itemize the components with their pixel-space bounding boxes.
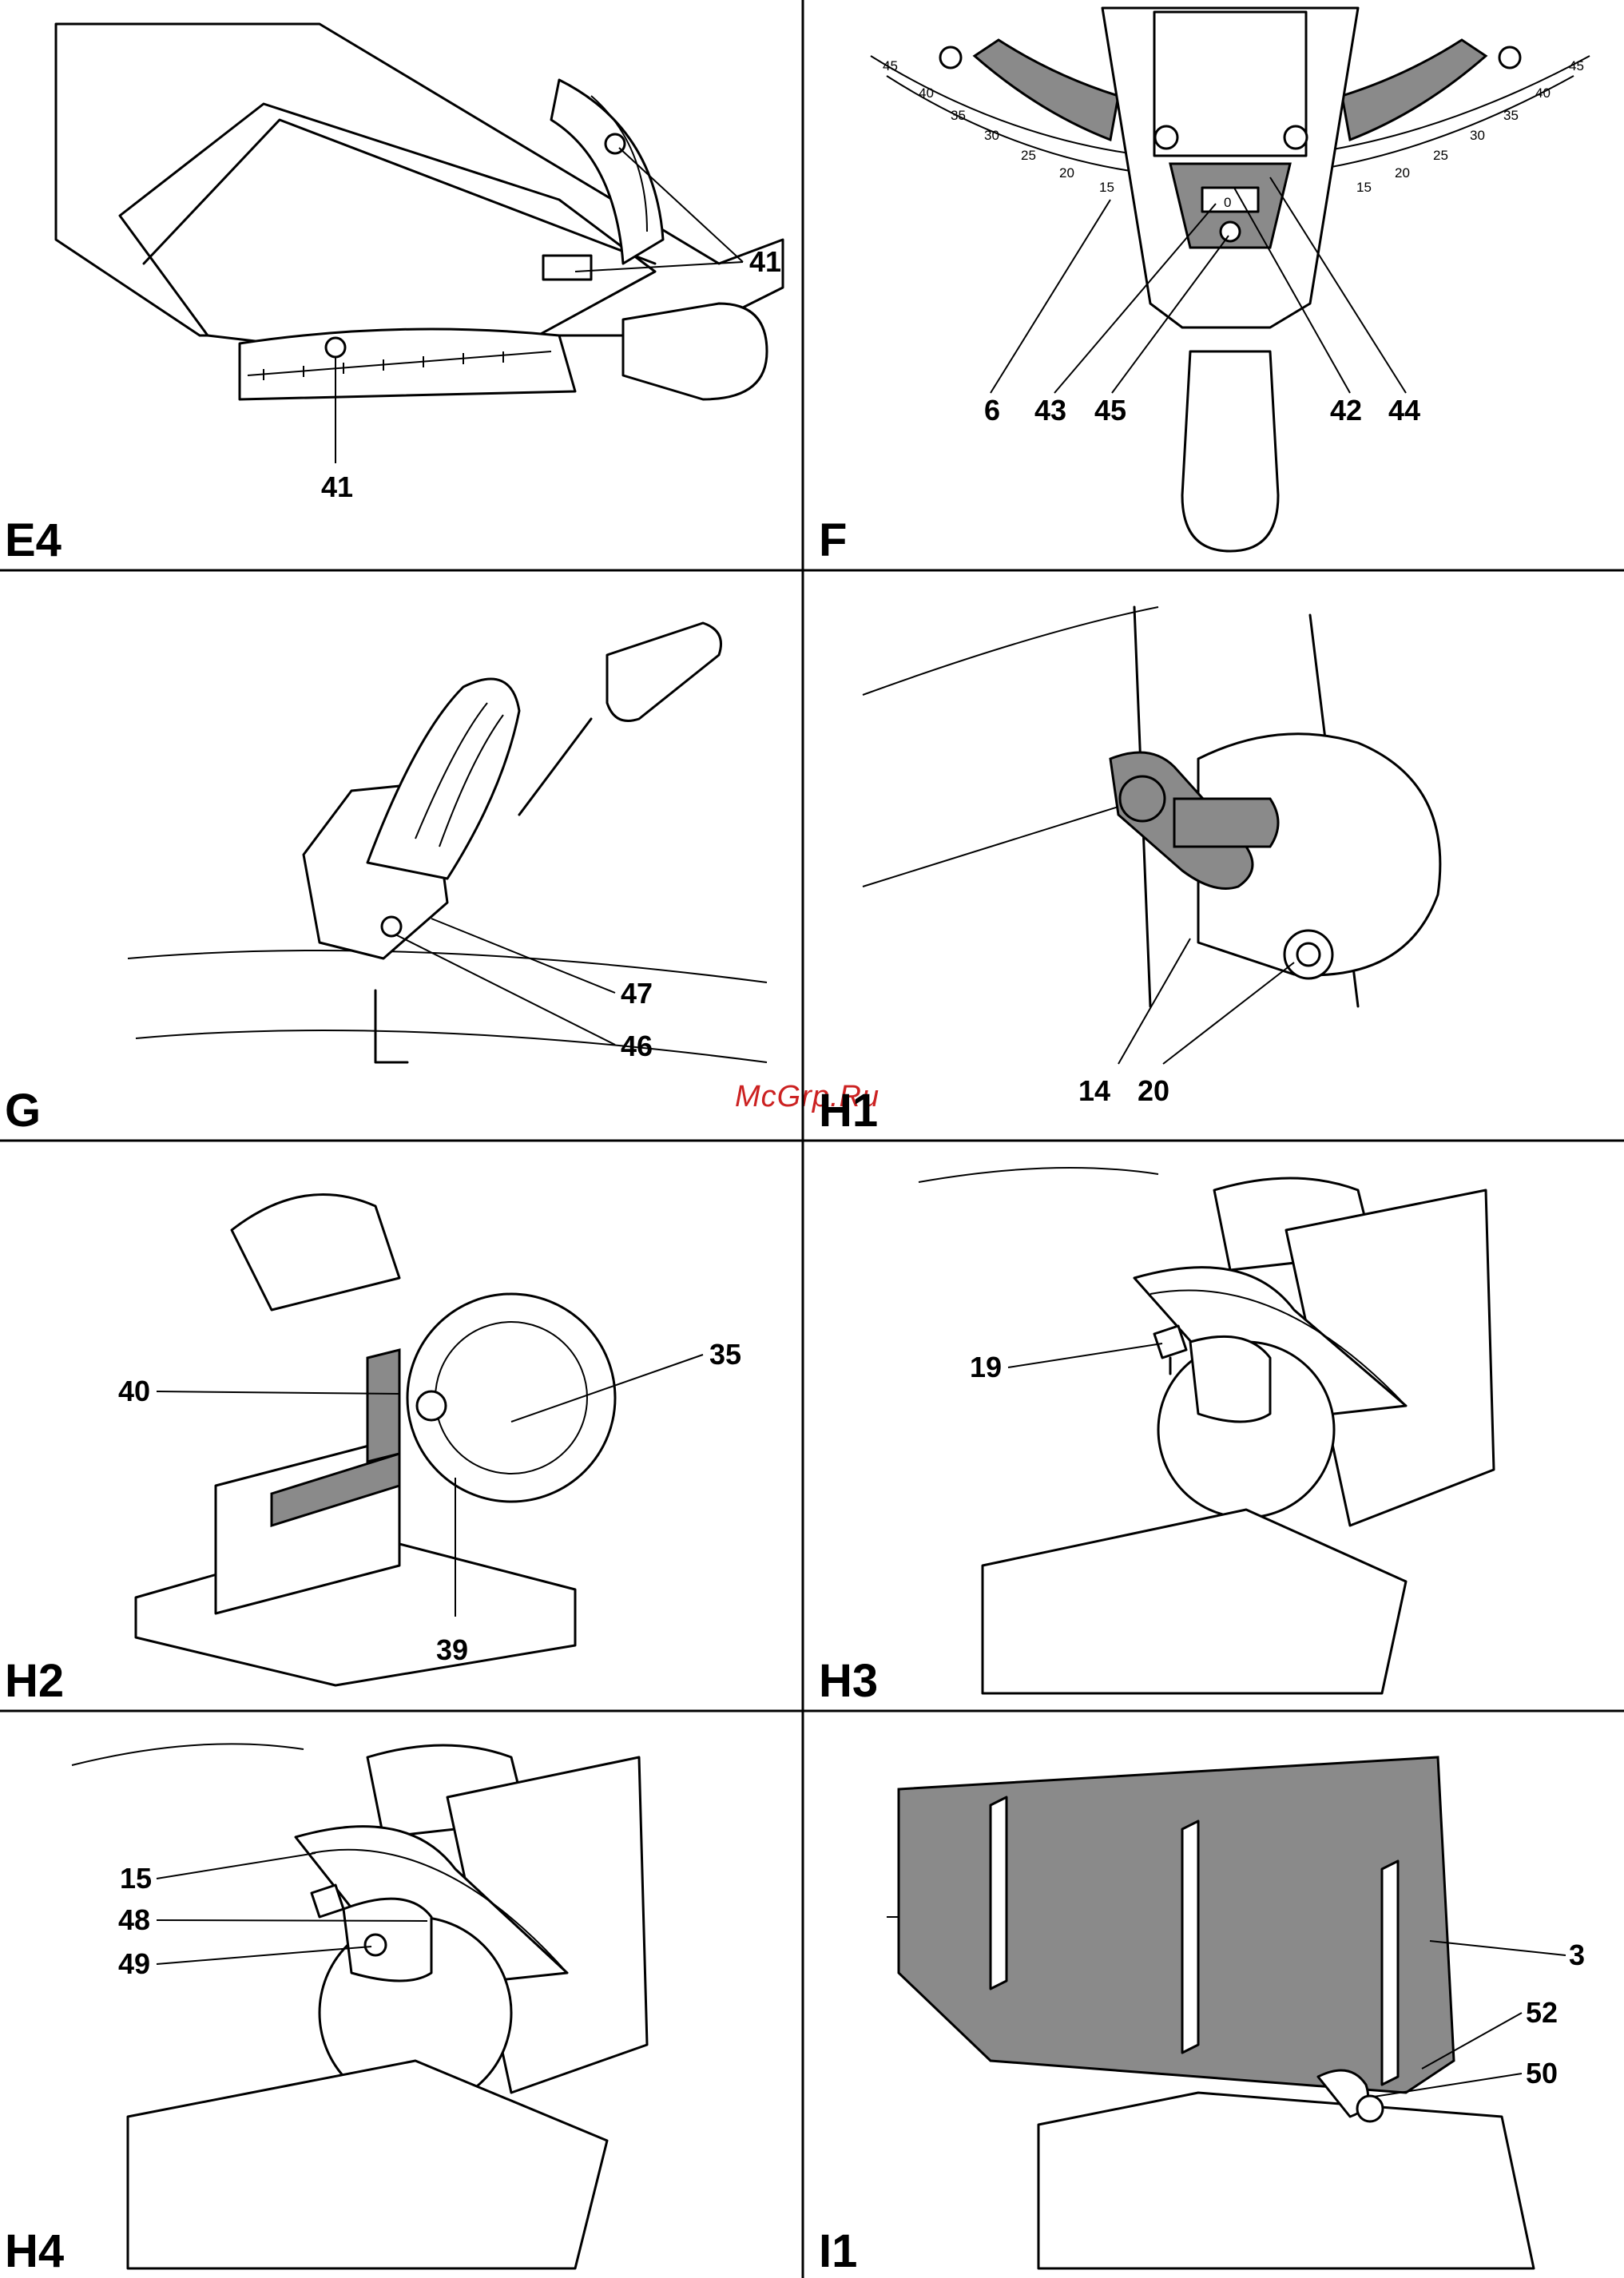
svg-text:25: 25: [1021, 148, 1036, 163]
svg-text:30: 30: [1470, 128, 1485, 143]
knob-hub: [1120, 776, 1165, 821]
callout-44: 44: [1388, 394, 1420, 427]
arbor-bolt-icon: [417, 1391, 446, 1420]
panel-e4: 41 41 E4: [5, 24, 783, 566]
screw-icon: [1155, 126, 1177, 149]
svg-text:15: 15: [1356, 180, 1372, 195]
callout-42: 42: [1330, 394, 1362, 427]
screw-icon: [1285, 126, 1307, 149]
svg-text:40: 40: [919, 85, 934, 101]
callout-3: 3: [1569, 1939, 1585, 1971]
callout-39: 39: [436, 1633, 468, 1666]
saw-base: [1038, 2093, 1534, 2268]
callout-52: 52: [1526, 1996, 1558, 2029]
callout-20: 20: [1138, 1074, 1169, 1107]
miter-handle: [1182, 351, 1278, 551]
pointer-plate: [543, 256, 591, 280]
callout-6: 6: [984, 394, 1000, 427]
callout-41-e4-bottom: 41: [321, 470, 353, 503]
saw-table: [128, 2061, 607, 2268]
callout-35: 35: [709, 1338, 741, 1371]
panel-g: 47 46 G: [5, 623, 767, 1137]
scale-center-zero: 0: [1224, 195, 1231, 210]
panel-h2: 40 35 39 H2: [5, 1194, 741, 1707]
panel-label-h2: H2: [5, 1655, 64, 1707]
callout-41-e4-right: 41: [749, 245, 781, 278]
svg-text:40: 40: [1535, 85, 1551, 101]
bevel-pointer: [343, 1899, 431, 1981]
panel-label-h3: H3: [819, 1655, 878, 1707]
svg-text:30: 30: [984, 128, 999, 143]
panel-label-f: F: [819, 514, 847, 566]
panel-f: 45 40 35 30 25 20 15 15 20 25 30 35 40 4…: [819, 8, 1590, 566]
allen-key-icon: [375, 990, 407, 1062]
svg-text:20: 20: [1059, 165, 1074, 181]
svg-text:45: 45: [1569, 58, 1584, 73]
screw-icon: [326, 338, 345, 357]
svg-text:25: 25: [1433, 148, 1448, 163]
callout-49: 49: [118, 1947, 150, 1980]
panel-label-i1: I1: [819, 2225, 857, 2277]
scale-band-left: [975, 40, 1118, 140]
screwdriver-icon: [519, 623, 721, 815]
tray-rib: [1182, 1821, 1198, 2053]
tray-rib: [991, 1797, 1007, 1989]
svg-text:35: 35: [951, 108, 966, 123]
knob-shaft: [1174, 799, 1278, 847]
svg-text:20: 20: [1395, 165, 1410, 181]
panel-h1: 14 20 H1: [819, 607, 1440, 1137]
callout-14: 14: [1078, 1074, 1110, 1107]
panel-label-h4: H4: [5, 2225, 64, 2277]
panel-label-e4: E4: [5, 514, 62, 566]
pointer-screw-icon: [365, 1935, 386, 1955]
pointer-screw-icon: [1221, 222, 1240, 241]
screw-icon: [382, 917, 401, 936]
motor-housing: [232, 1194, 399, 1310]
callout-45: 45: [1094, 394, 1126, 427]
callout-50: 50: [1526, 2057, 1558, 2089]
svg-text:35: 35: [1503, 108, 1519, 123]
callout-19: 19: [970, 1351, 1002, 1383]
panel-i1: 3 52 50 I1: [819, 1757, 1585, 2277]
screw-icon: [940, 47, 961, 68]
callout-43: 43: [1034, 394, 1066, 427]
bevel-pointer: [1190, 1336, 1270, 1422]
scale-band-right: [1342, 40, 1486, 140]
callout-46: 46: [621, 1030, 653, 1062]
screw-icon: [1499, 47, 1520, 68]
callout-47: 47: [621, 977, 653, 1010]
callout-40: 40: [118, 1375, 150, 1407]
panel-h4: 15 48 49 H4: [5, 1744, 647, 2277]
dust-bag-tray: [899, 1757, 1454, 2093]
callout-48: 48: [118, 1903, 150, 1936]
panel-label-h1: H1: [819, 1085, 878, 1137]
svg-text:15: 15: [1099, 180, 1114, 195]
saw-table: [983, 1510, 1406, 1693]
callout-15: 15: [120, 1862, 152, 1895]
tray-rib: [1382, 1861, 1398, 2085]
panel-h3: 19 H3: [819, 1168, 1494, 1707]
square-blade: [367, 1350, 399, 1462]
miter-lock-lever: [367, 679, 519, 879]
panel-label-g: G: [5, 1085, 41, 1137]
svg-text:45: 45: [883, 58, 898, 73]
